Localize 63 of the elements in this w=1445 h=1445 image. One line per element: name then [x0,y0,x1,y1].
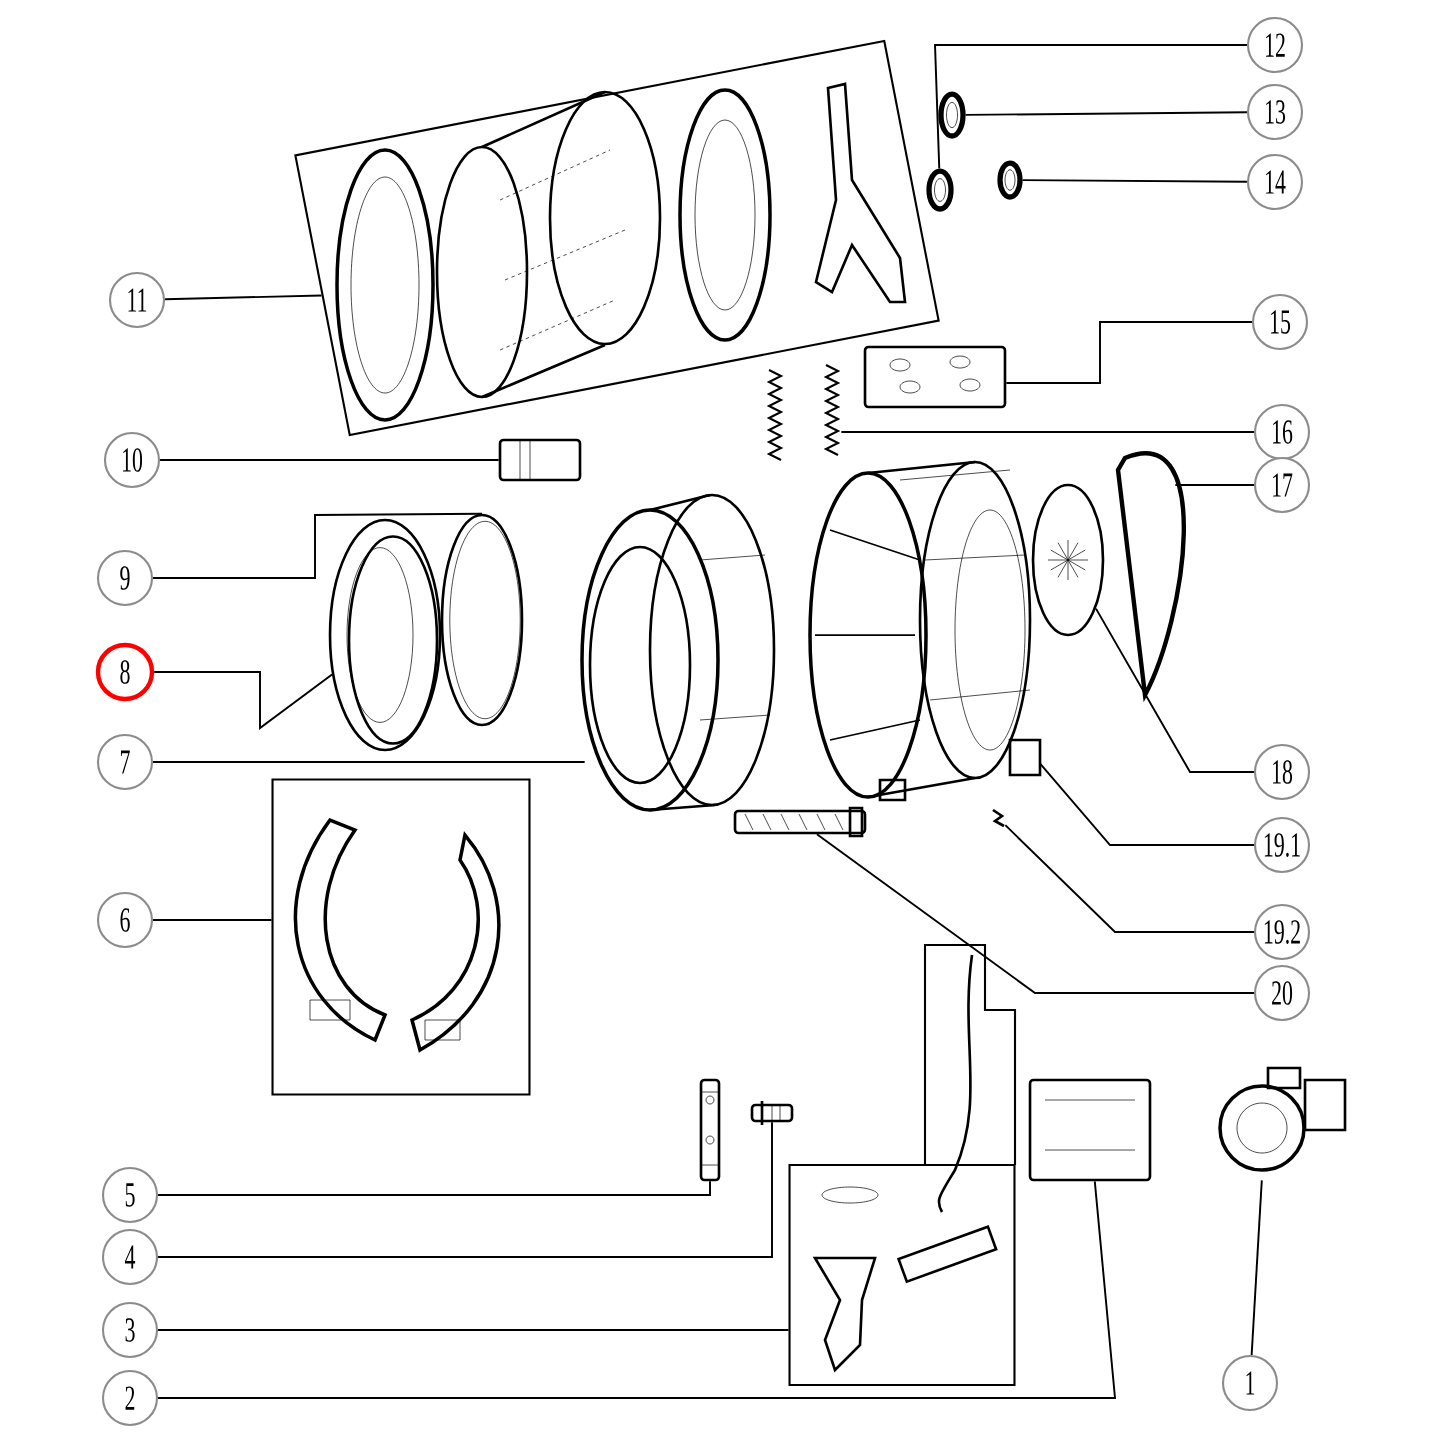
callout-number: 20 [1253,964,1311,1022]
leader-line [840,431,1255,433]
leader-line [1039,763,1255,846]
leader-line [934,44,1248,170]
callout-number: 19.1 [1253,816,1311,874]
callout-number: 16 [1253,403,1311,461]
callout-number: 19.2 [1253,903,1311,961]
callout-number: 17 [1253,456,1311,514]
callout-number: 14 [1246,153,1304,211]
leader-line [157,1121,773,1258]
callout-number: 6 [96,891,154,949]
callout-number: 5 [101,1166,159,1224]
callout-number: 7 [96,733,154,791]
motor-drawing [1028,1078,1152,1182]
callout-number: 12 [1246,16,1304,74]
gasket-drawing [328,518,442,752]
heater-drawing [733,806,867,838]
counterweight-frame [271,778,531,1096]
callout-number: 2 [101,1369,159,1427]
rear-tub-drawing [808,460,1042,802]
leader-line [1004,824,1255,933]
callout-number: 13 [1246,83,1304,141]
bolt-drawing [750,1101,794,1125]
pulley-drawing [1031,483,1105,637]
leader-line [152,919,273,921]
front-tub-drawing [580,493,776,812]
leader-line [1005,321,1253,384]
callout-number: 11 [108,271,166,329]
leader-line [1174,484,1255,486]
leader-line [152,512,483,579]
leader-line [157,1180,1117,1399]
callout-number: 15 [1251,293,1309,351]
damper-block-drawing [863,345,1007,409]
callout-number: 9 [96,549,154,607]
leader-line [815,833,1255,994]
clip-drawing [992,808,1005,828]
spring-drawing [823,364,841,456]
leader-line [1250,1179,1263,1356]
washer-drawing [926,168,954,212]
drum-assembly-frame [499,82,907,351]
callout-number: 8 [95,642,155,702]
leader-line [159,459,500,461]
drain-pump-drawing [1218,1066,1347,1172]
callout-number: 18 [1253,743,1311,801]
drain-parts-frame [788,943,1017,1387]
leader-line [1021,179,1248,183]
callout-number: 10 [103,431,161,489]
leader-line [157,1329,790,1331]
leader-line [157,1180,711,1196]
leader-line [964,111,1248,116]
callout-number: 4 [101,1228,159,1286]
ring-drawing [440,513,524,727]
callout-number: 3 [101,1301,159,1359]
leader-line [1095,607,1255,773]
bearing-drawing [997,160,1023,200]
leader-line [153,671,333,730]
leader-line [164,294,323,301]
hose-elbow-drawing [498,438,582,482]
shock-absorber-drawing [699,1078,721,1182]
callout-number: 1 [1221,1354,1279,1412]
seal-drawing [938,91,966,139]
leader-line [152,761,586,763]
drum-assembly-frame [294,39,940,437]
